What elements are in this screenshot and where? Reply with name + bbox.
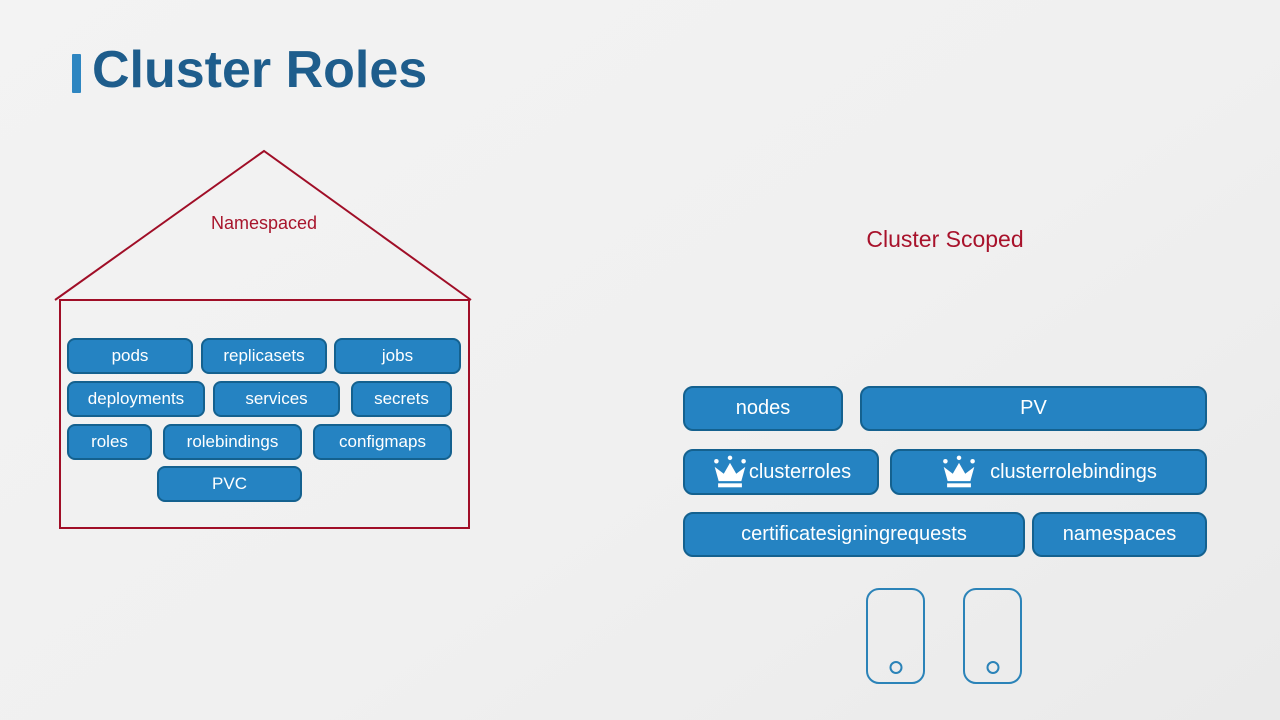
crown-icon	[943, 455, 975, 488]
resource-replicasets: replicasets	[201, 338, 327, 374]
resource-services: services	[213, 381, 340, 417]
resource-rolebindings: rolebindings	[163, 424, 302, 460]
crown-icon	[713, 455, 746, 488]
title-accent-bar	[72, 54, 81, 93]
resource-nodes: nodes	[683, 386, 843, 431]
resource-label: clusterroles	[748, 460, 852, 483]
namespaced-zone-box	[59, 299, 470, 529]
phone-icon	[866, 588, 925, 684]
phone-button-dot	[889, 661, 902, 674]
resource-deployments: deployments	[67, 381, 205, 417]
resource-jobs: jobs	[334, 338, 461, 374]
resource-namespaces: namespaces	[1032, 512, 1207, 557]
resource-pv: PV	[860, 386, 1207, 431]
resource-certificatesigningrequests: certificatesigningrequests	[683, 512, 1025, 557]
resource-pods: pods	[67, 338, 193, 374]
resource-clusterroles: clusterroles	[683, 449, 879, 495]
phone-icon	[963, 588, 1022, 684]
resource-pvc: PVC	[157, 466, 302, 502]
page-title: Cluster Roles	[92, 41, 428, 99]
cluster-scoped-label: Cluster Scoped	[866, 226, 1024, 252]
namespaced-label: Namespaced	[210, 213, 318, 233]
resource-clusterrolebindings: clusterrolebindings	[890, 449, 1207, 495]
resource-secrets: secrets	[351, 381, 452, 417]
phone-button-dot	[986, 661, 999, 674]
resource-configmaps: configmaps	[313, 424, 452, 460]
resource-roles: roles	[67, 424, 152, 460]
resource-label: clusterrolebindings	[990, 460, 1157, 483]
